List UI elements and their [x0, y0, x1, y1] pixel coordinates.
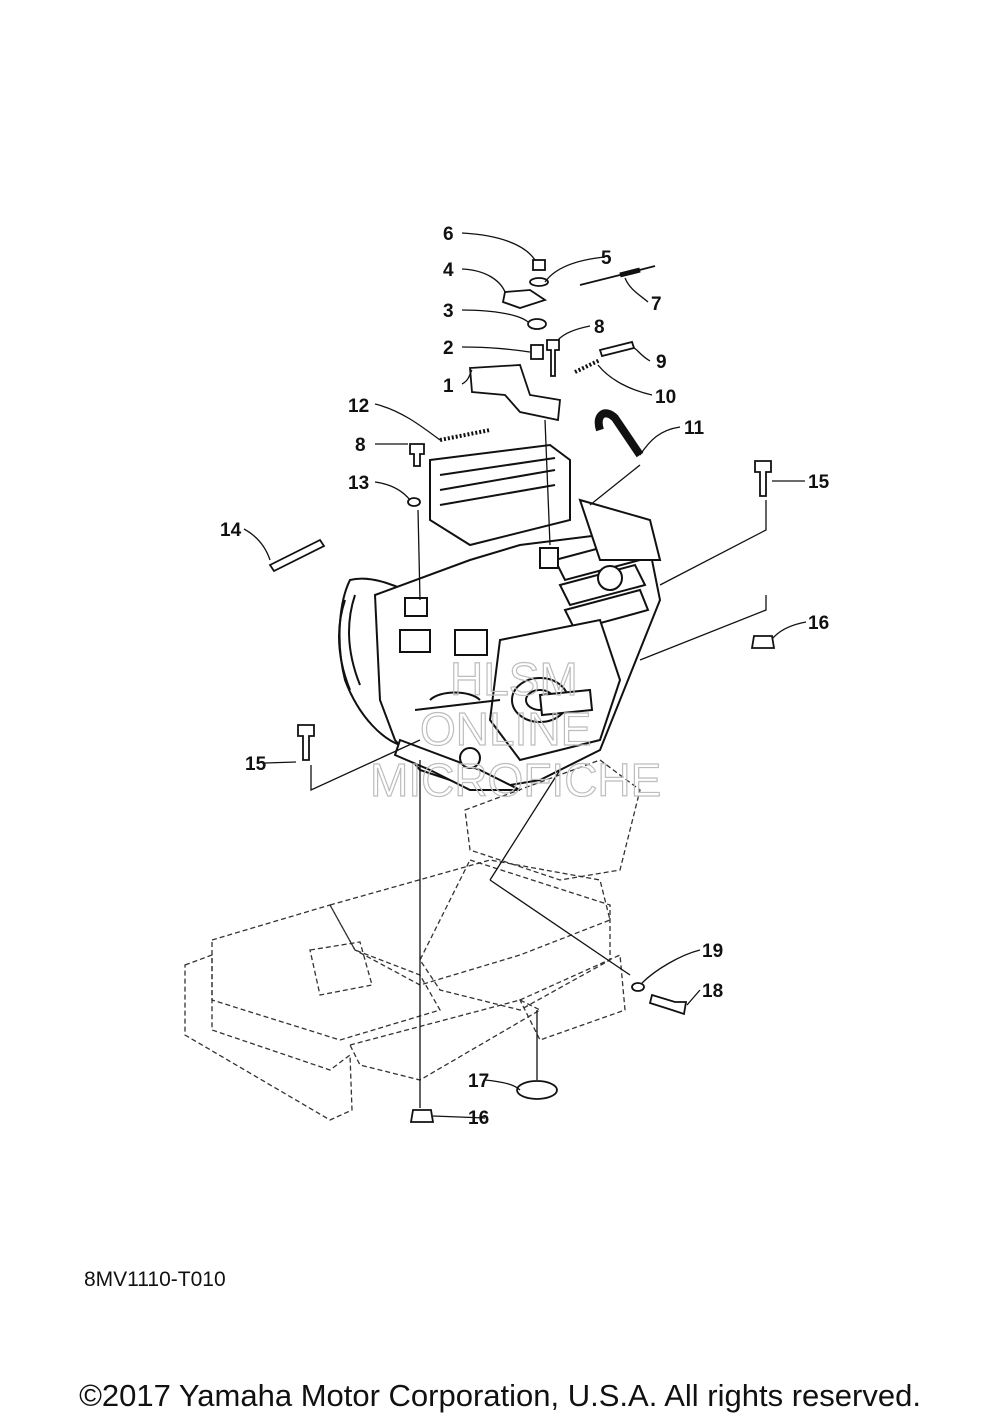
callout-14: 14 [220, 520, 242, 541]
callout-9: 9 [656, 352, 667, 373]
copyright-notice: ©2017 Yamaha Motor Corporation, U.S.A. A… [79, 1378, 921, 1413]
callout-3: 3 [443, 301, 454, 322]
callout-7: 7 [651, 294, 662, 315]
engine-assembly [337, 443, 662, 792]
part-5-washer [529, 277, 549, 287]
callout-15-left: 15 [245, 754, 267, 775]
callout-11: 11 [684, 418, 705, 439]
diagram-part-code: 8MV1110-T010 [84, 1268, 226, 1291]
callout-13: 13 [348, 473, 369, 494]
part-3-washer [527, 318, 547, 330]
part-17-grommet [516, 1080, 558, 1100]
part-4-lever [501, 289, 548, 309]
part-1-bracket [469, 364, 561, 422]
callout-16-bottom: 16 [468, 1108, 489, 1129]
callout-19: 19 [702, 941, 723, 962]
callout-8-left: 8 [355, 435, 366, 456]
callout-17: 17 [468, 1071, 489, 1092]
callout-16-right: 16 [808, 613, 829, 634]
part-14-key [268, 538, 326, 573]
callout-18: 18 [702, 981, 723, 1002]
part-16-nut-bottom [409, 1109, 435, 1123]
part-9-bolt [598, 340, 636, 358]
watermark: HLSM ONLINE MICROFICHE [369, 652, 662, 806]
part-6-nut [532, 259, 546, 271]
callout-8-top: 8 [594, 317, 605, 338]
callout-15-right: 15 [808, 472, 830, 493]
callout-10: 10 [655, 387, 676, 408]
part-10-spring [574, 358, 601, 374]
watermark-line-2: ONLINE [420, 703, 591, 755]
part-8-bolt [546, 339, 560, 377]
part-8-bolt-left [409, 443, 425, 467]
part-15-bolt-left [297, 724, 315, 761]
part-11-hose [594, 409, 644, 458]
part-2-collar [530, 344, 544, 360]
governor-bracket-parts [268, 259, 776, 1123]
callout-4: 4 [443, 260, 454, 281]
leader-lines [243, 232, 807, 1119]
callout-5: 5 [601, 248, 612, 269]
callout-6: 6 [443, 224, 454, 245]
watermark-line-3: MICROFICHE [370, 754, 661, 806]
callout-12: 12 [348, 396, 369, 417]
callout-2: 2 [443, 338, 454, 359]
part-12-spring [439, 428, 491, 442]
part-16-nut-right [750, 635, 776, 649]
part-18-bolt [648, 993, 688, 1016]
part-13-washer [407, 497, 421, 507]
part-7-spring [579, 265, 656, 286]
part-19-washer [631, 982, 645, 992]
frame-chassis [184, 759, 641, 1121]
callout-1: 1 [443, 376, 454, 397]
callout-labels: 6 5 4 7 3 8 2 9 1 10 12 11 8 13 15 14 16… [220, 224, 830, 1129]
watermark-line-1: HLSM [450, 653, 578, 705]
part-15-bolt-right [754, 460, 772, 497]
